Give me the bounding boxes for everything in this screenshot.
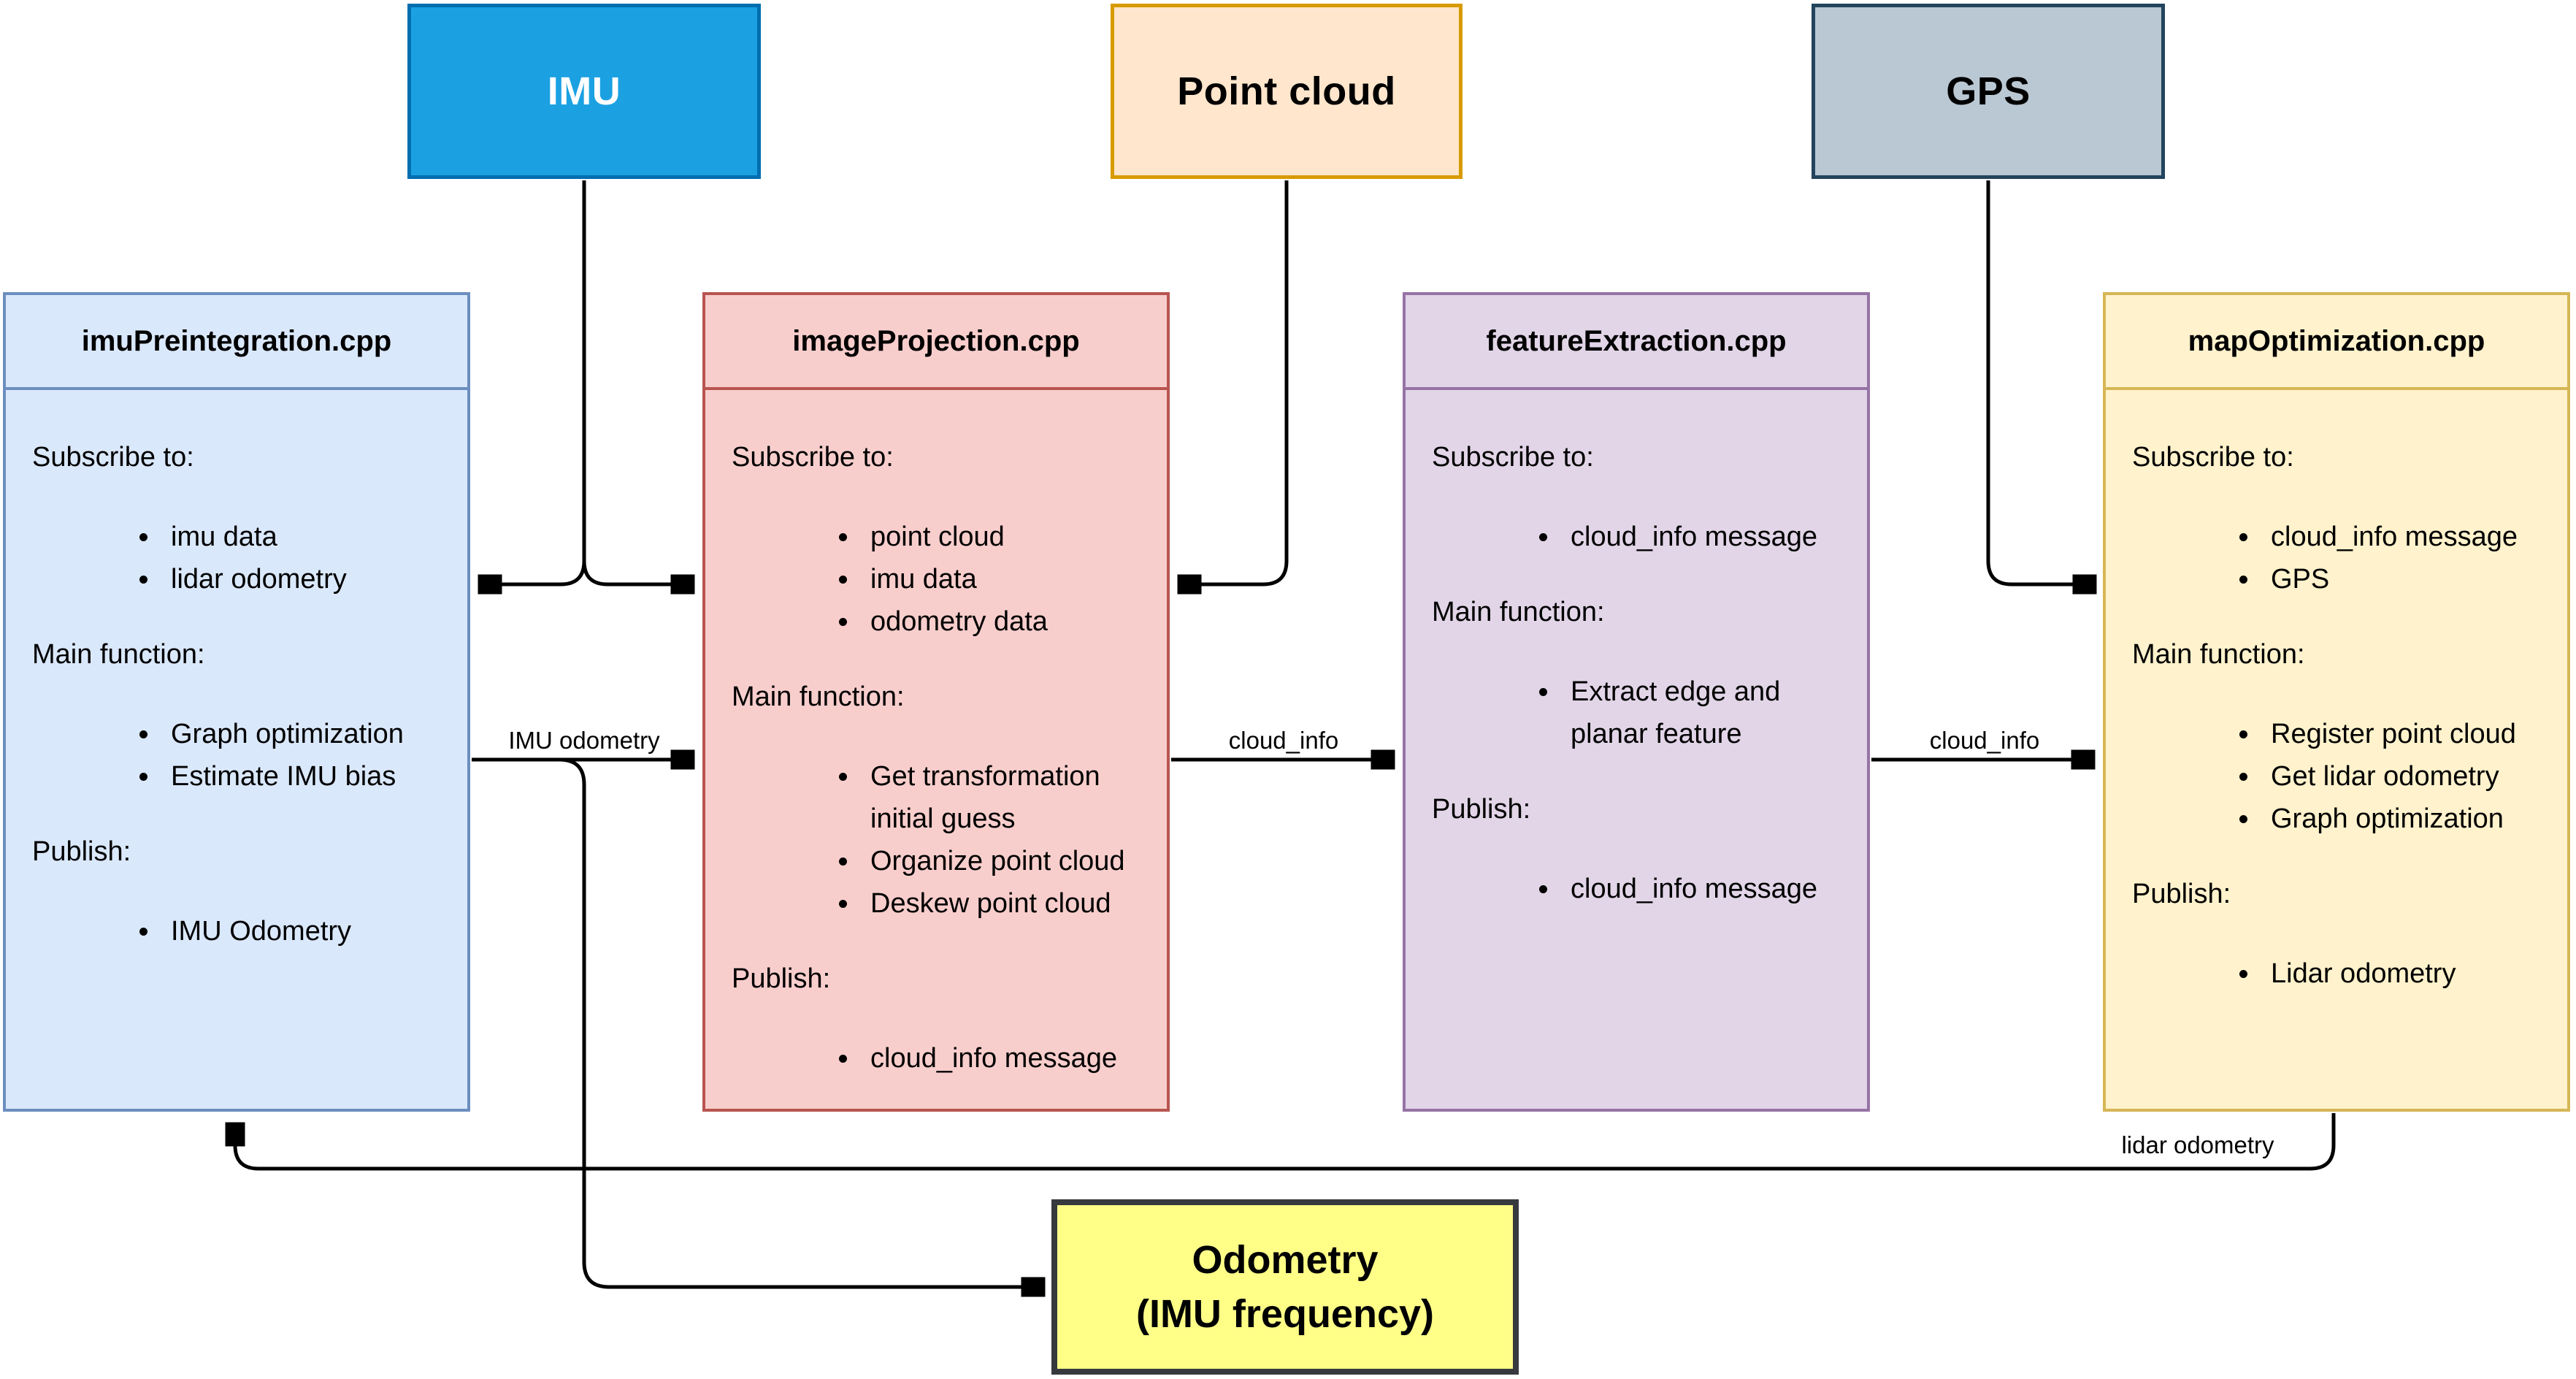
edge-label-lidar-odometry: lidar odometry	[2121, 1131, 2274, 1158]
list-item: cloud_info message	[1560, 516, 1852, 558]
list-item: Deskew point cloud	[860, 882, 1152, 925]
section-label-publish: Publish:	[2132, 879, 2231, 909]
section-label-subscribe: Subscribe to:	[732, 442, 894, 473]
list-item: cloud_info message	[860, 1037, 1152, 1080]
list-item: Estimate IMU bias	[161, 755, 453, 798]
section-list-publish: Lidar odometry	[2132, 952, 2553, 995]
section-list-main-function: Extract edge and planar feature	[1432, 671, 1852, 755]
list-item: imu data	[161, 516, 453, 558]
source-node-point-cloud-label: Point cloud	[1177, 69, 1396, 113]
list-item: imu data	[860, 558, 1152, 600]
section-list-publish: cloud_info message	[1432, 868, 1852, 910]
list-item: Graph optimization	[161, 713, 453, 755]
module-node-imageprojection[interactable]: imageProjection.cpp Subscribe to: point …	[702, 292, 1170, 1112]
output-node-odometry-line1: Odometry	[1192, 1238, 1379, 1282]
edge-label-imu-odometry: IMU odometry	[508, 727, 660, 754]
output-node-odometry-line2: (IMU frequency)	[1135, 1292, 1435, 1336]
list-item: IMU Odometry	[161, 910, 453, 952]
list-item: odometry data	[860, 600, 1152, 643]
section-label-subscribe: Subscribe to:	[1432, 442, 1594, 473]
module-title: imageProjection.cpp	[705, 295, 1167, 390]
section-list-main-function: Get transformation initial guess Organiz…	[732, 755, 1152, 925]
module-node-featureextraction[interactable]: featureExtraction.cpp Subscribe to: clou…	[1403, 292, 1870, 1112]
section-label-publish: Publish:	[32, 836, 131, 867]
list-item: Extract edge and planar feature	[1560, 671, 1852, 755]
list-item: cloud_info message	[1560, 868, 1852, 910]
section-label-main-function: Main function:	[732, 681, 905, 712]
list-item: Get lidar odometry	[2261, 755, 2553, 798]
section-list-subscribe: point cloud imu data odometry data	[732, 516, 1152, 643]
section-list-publish: IMU Odometry	[32, 910, 453, 952]
list-item: cloud_info message	[2261, 516, 2553, 558]
module-body: Subscribe to: imu data lidar odometry Ma…	[6, 390, 467, 952]
list-item: Get transformation initial guess	[860, 755, 1152, 840]
list-item: Organize point cloud	[860, 840, 1152, 882]
module-body: Subscribe to: cloud_info message GPS Mai…	[2106, 390, 2567, 995]
output-node-odometry[interactable]: Odometry (IMU frequency)	[1051, 1199, 1519, 1375]
edge-label-cloud-info-1: cloud_info	[1228, 727, 1339, 754]
section-list-subscribe: cloud_info message	[1432, 516, 1852, 558]
module-title: imuPreintegration.cpp	[6, 295, 467, 390]
section-list-main-function: Graph optimization Estimate IMU bias	[32, 713, 453, 798]
section-label-main-function: Main function:	[2132, 639, 2305, 670]
section-label-subscribe: Subscribe to:	[32, 442, 194, 473]
edge-lidar-odometry-feedback	[235, 1113, 2336, 1171]
list-item: Lidar odometry	[2261, 952, 2553, 995]
section-label-subscribe: Subscribe to:	[2132, 442, 2294, 473]
section-list-subscribe: imu data lidar odometry	[32, 516, 453, 600]
source-node-imu[interactable]: IMU	[407, 4, 761, 179]
module-body: Subscribe to: cloud_info message Main fu…	[1406, 390, 1867, 910]
source-node-gps[interactable]: GPS	[1812, 4, 2165, 179]
edge-imu-to-imageprojection	[582, 560, 694, 584]
list-item: GPS	[2261, 558, 2553, 600]
section-list-main-function: Register point cloud Get lidar odometry …	[2132, 713, 2553, 840]
edge-label-cloud-info-2: cloud_info	[1929, 727, 2040, 754]
section-label-publish: Publish:	[1432, 794, 1531, 825]
list-item: point cloud	[860, 516, 1152, 558]
section-label-main-function: Main function:	[1432, 597, 1605, 627]
module-title: mapOptimization.cpp	[2106, 295, 2567, 390]
source-node-point-cloud[interactable]: Point cloud	[1111, 4, 1463, 179]
module-body: Subscribe to: point cloud imu data odome…	[705, 390, 1167, 1080]
section-label-main-function: Main function:	[32, 639, 205, 670]
module-title: featureExtraction.cpp	[1406, 295, 1867, 390]
list-item: Graph optimization	[2261, 798, 2553, 840]
module-node-mapoptimization[interactable]: mapOptimization.cpp Subscribe to: cloud_…	[2103, 292, 2570, 1112]
source-node-gps-label: GPS	[1946, 69, 2031, 113]
section-list-publish: cloud_info message	[732, 1037, 1152, 1080]
edge-imu-to-imupreintegration	[479, 180, 586, 584]
list-item: Register point cloud	[2261, 713, 2553, 755]
list-item: lidar odometry	[161, 558, 453, 600]
module-node-imupreintegration[interactable]: imuPreintegration.cpp Subscribe to: imu …	[3, 292, 470, 1112]
edge-pointcloud-to-imageprojection	[1178, 180, 1289, 584]
section-list-subscribe: cloud_info message GPS	[2132, 516, 2553, 600]
edge-gps-to-mapoptimization	[1986, 180, 2096, 584]
source-node-imu-label: IMU	[547, 69, 621, 113]
section-label-publish: Publish:	[732, 963, 831, 994]
